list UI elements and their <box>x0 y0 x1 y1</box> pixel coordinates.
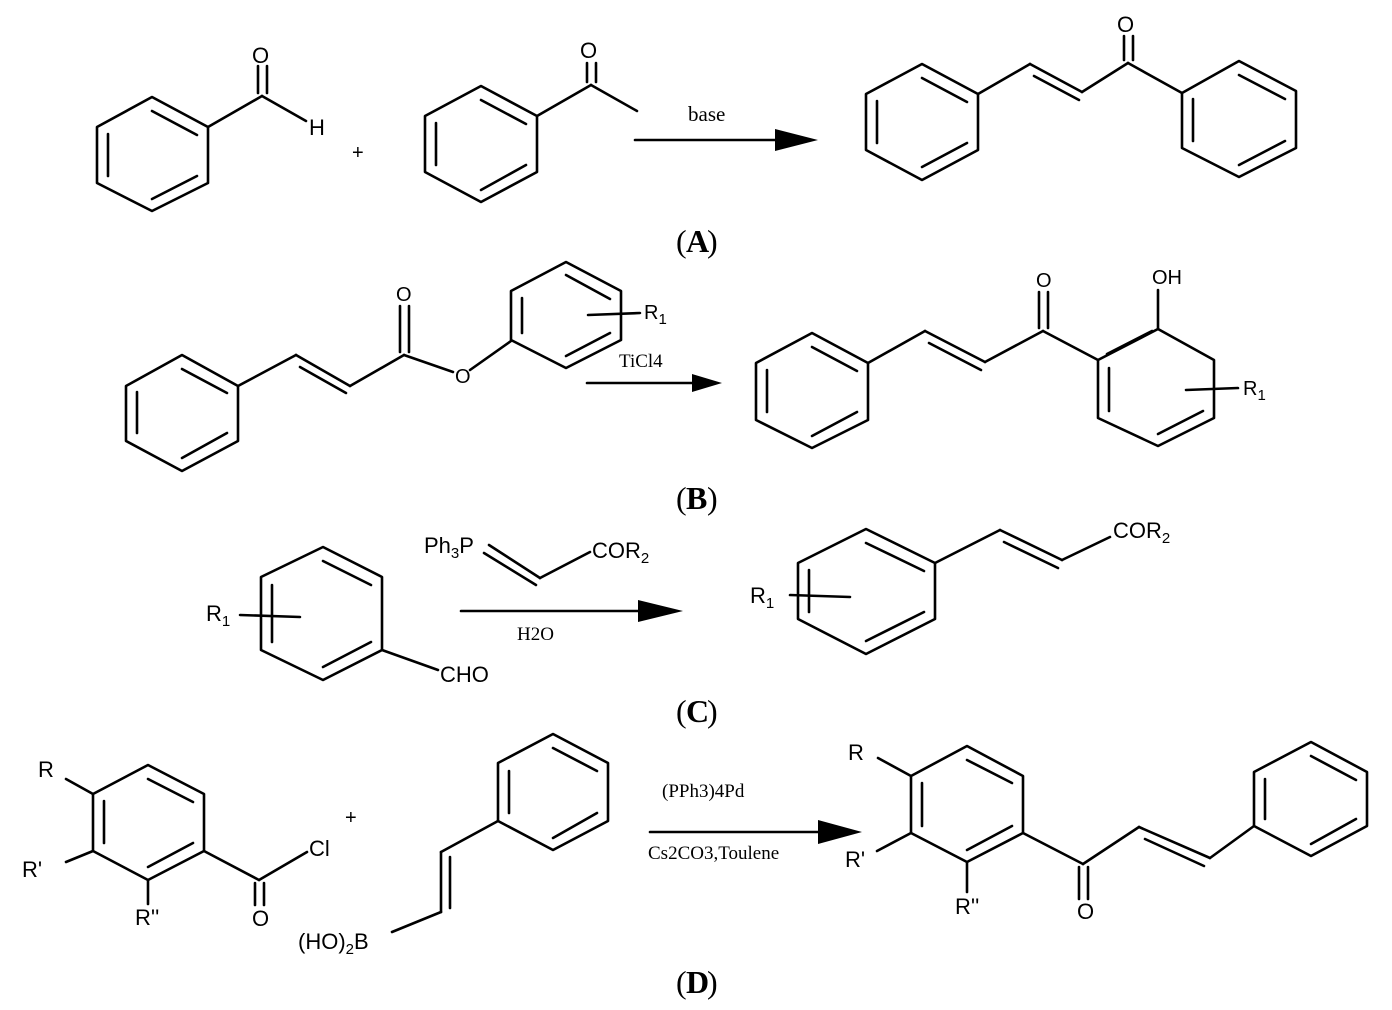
acyl-group-label: COR2 <box>592 538 649 567</box>
substituent-label: R1 <box>206 601 230 630</box>
substituent-label: R'' <box>135 905 159 930</box>
oxygen-atom: O <box>1077 899 1094 924</box>
reaction-a: O H + O base <box>95 12 1298 259</box>
chalcone-structure: O <box>864 12 1298 182</box>
phenyl-cinnamate-structure: O O R1 <box>124 260 667 473</box>
oxygen-atom: O <box>252 906 269 931</box>
substituent-label: R <box>848 740 864 765</box>
substituent-label: R' <box>845 847 865 872</box>
reaction-arrow: (PPh3)4Pd Cs2CO3,Toulene <box>648 781 862 864</box>
boronic-acid-label: (HO)2B <box>298 929 369 958</box>
label-close: ) <box>707 964 718 1000</box>
label-open: ( <box>676 964 687 1000</box>
label-close: ) <box>707 480 718 516</box>
reaction-b: O O R1 TiCl4 <box>124 260 1266 516</box>
reaction-label: A <box>686 223 709 259</box>
label-open: ( <box>676 693 687 729</box>
substituent-label: R' <box>22 857 42 882</box>
reaction-arrow: TiCl4 <box>585 351 722 392</box>
plus-sign: + <box>345 807 357 829</box>
cinnamoyl-product-structure: R1 COR2 <box>750 518 1170 656</box>
ylide-label: Ph3P <box>424 533 474 562</box>
reaction-arrow: H2O <box>459 600 683 645</box>
substituent-label: R1 <box>750 583 774 612</box>
substituted-chalcone-structure: R R' R'' O <box>845 740 1369 924</box>
styrylboronic-acid-structure: (HO)2B <box>298 732 610 958</box>
condition-text: Cs2CO3,Toulene <box>648 843 779 864</box>
oxygen-atom: O <box>1117 12 1134 37</box>
hydroxychalcone-structure: O OH R1 <box>754 267 1266 450</box>
substituent-label: R1 <box>644 302 667 328</box>
substituted-benzaldehyde-structure: R1 CHO <box>206 545 489 687</box>
reaction-d: R R' R'' Cl O + (HO)2B (PPh3)4Pd Cs2CO3,… <box>22 732 1369 1000</box>
reaction-label: D <box>686 964 709 1000</box>
acyl-chloride-structure: R R' R'' Cl O <box>22 757 330 931</box>
condition-text: H2O <box>517 624 554 645</box>
label-open: ( <box>676 480 687 516</box>
condition-text: TiCl4 <box>619 351 663 372</box>
label-close: ) <box>707 223 718 259</box>
condition-text: (PPh3)4Pd <box>662 781 745 802</box>
oxygen-atom: O <box>396 284 412 306</box>
chlorine-atom: Cl <box>309 836 330 861</box>
reaction-c: Ph3P COR2 R1 CHO H2O <box>206 518 1170 729</box>
substituent-label: R1 <box>1243 378 1266 404</box>
oxygen-atom: O <box>1036 270 1052 292</box>
reaction-arrow: base <box>633 102 818 151</box>
reaction-label: B <box>686 480 707 516</box>
reaction-label: C <box>686 693 709 729</box>
label-open: ( <box>676 223 687 259</box>
substituent-label: R'' <box>955 894 979 919</box>
substituent-label: R <box>38 757 54 782</box>
label-close: ) <box>707 693 718 729</box>
ylide-structure: Ph3P COR2 <box>424 533 649 587</box>
aldehyde-group-label: CHO <box>440 662 489 687</box>
hydrogen-atom: H <box>309 115 325 140</box>
acetophenone-structure: O <box>423 38 639 204</box>
oxygen-atom: O <box>455 366 471 388</box>
benzaldehyde-structure: O H <box>95 43 325 213</box>
condition-text: base <box>688 102 725 126</box>
hydroxyl-group: OH <box>1152 267 1182 289</box>
acyl-group-label: COR2 <box>1113 518 1170 547</box>
oxygen-atom: O <box>252 43 269 68</box>
oxygen-atom: O <box>580 38 597 63</box>
plus-sign: + <box>352 142 364 164</box>
